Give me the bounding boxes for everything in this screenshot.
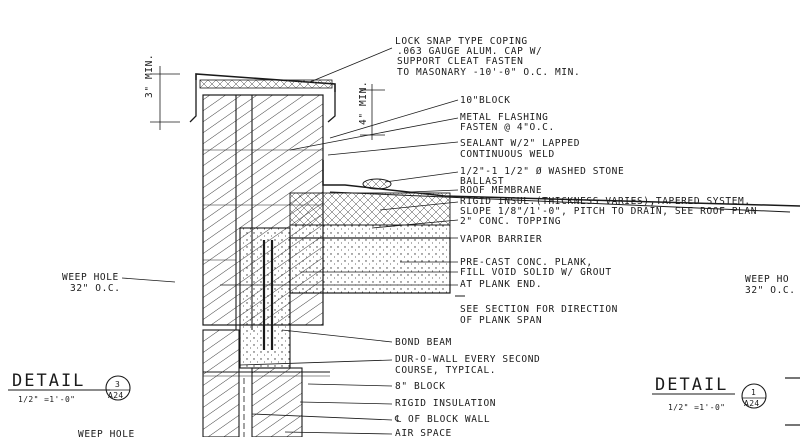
coping-cap	[189, 73, 336, 123]
note-plank-1: PRE-CAST CONC. PLANK,	[460, 257, 593, 268]
note-air-space: AIR SPACE	[395, 428, 452, 437]
note-bond-beam: BOND BEAM	[395, 337, 452, 348]
precast-plank	[289, 237, 451, 294]
detail-left-title: DETAIL	[12, 371, 85, 391]
notes-group: LOCK SNAP TYPE COPING .063 GAUGE ALUM. C…	[62, 36, 796, 440]
leader-lines	[121, 47, 459, 435]
detail-left-sheet: A24	[108, 391, 124, 400]
dim-3-min: 3" MIN.	[144, 54, 155, 98]
note-cl-block-wall: ℄ OF BLOCK WALL	[394, 414, 490, 425]
note-membrane: ROOF MEMBRANE	[460, 185, 542, 196]
note-rigid-insulation: RIGID INSULATION	[395, 398, 496, 409]
note-weep-bottom: WEEP HOLE	[78, 429, 135, 437]
detail-left-number: 3	[115, 380, 120, 389]
detail-tag-left: DETAIL 3 A24 1/2" =1'-0"	[8, 371, 131, 404]
note-weep-left-1: WEEP HOLE	[62, 272, 119, 283]
note-sealant-1: SEALANT W/2" LAPPED	[460, 138, 580, 149]
note-sealant-2: CONTINUOUS WELD	[460, 149, 555, 160]
roof-assembly	[289, 160, 800, 297]
detail-right-title: DETAIL	[655, 375, 728, 395]
note-vapor-barrier: VAPOR BARRIER	[460, 234, 542, 245]
note-section-ref-1: SEE SECTION FOR DIRECTION	[460, 304, 618, 315]
note-coping-1: LOCK SNAP TYPE COPING	[395, 36, 528, 47]
detail-right-number: 1	[751, 388, 756, 397]
detail-right-scale: 1/2" =1'-0"	[668, 403, 725, 412]
note-dur-o-wall-2: COURSE, TYPICAL.	[395, 365, 496, 376]
note-plank-2: FILL VOID SOLID W/ GROUT	[460, 267, 612, 278]
outer-wythe-hatch	[202, 329, 240, 438]
note-coping-4: TO MASONARY -10'-0" O.C. MIN.	[397, 67, 580, 78]
detail-tag-right: DETAIL 1 A24 1/2" =1'-0"	[652, 375, 767, 412]
note-8-block: 8" BLOCK	[395, 381, 446, 392]
note-stone-2: BALLAST	[460, 176, 504, 187]
block-8-hatch	[251, 367, 303, 438]
detail-left-scale: 1/2" =1'-0"	[18, 395, 75, 404]
dim-4-min: 4" MIN.	[358, 81, 369, 125]
note-weep-right-2: 32" O.C.	[745, 285, 796, 296]
note-dur-o-wall-1: DUR-O-WALL EVERY SECOND	[395, 354, 540, 365]
note-section-ref-2: OF PLANK SPAN	[460, 315, 542, 326]
note-topping: 2" CONC. TOPPING	[460, 216, 561, 227]
note-flashing-1: METAL FLASHING	[460, 112, 548, 123]
note-plank-3: AT PLANK END.	[460, 279, 542, 290]
note-rigid-insul-1: RIGID INSUL.(THICKNESS VARIES),TAPERED S…	[460, 196, 751, 207]
dimension-marks: 3" MIN. 4" MIN.	[144, 54, 385, 140]
note-rigid-insul-2: SLOPE 1/8"/1'-0", PITCH TO DRAIN, SEE RO…	[460, 206, 757, 217]
note-weep-left-2: 32" O.C.	[70, 283, 121, 294]
topping-layer	[289, 224, 451, 239]
note-coping-3: SUPPORT CLEAT FASTEN	[397, 56, 523, 67]
note-stone-1: 1/2"-1 1/2" Ø WASHED STONE	[460, 166, 624, 177]
detail-right-sheet: A24	[744, 399, 760, 408]
note-weep-right-1: WEEP HO	[745, 274, 789, 285]
note-coping-2: .063 GAUGE ALUM. CAP W/	[397, 46, 542, 57]
rigid-insulation-layer	[289, 192, 451, 226]
note-10-block: 10"BLOCK	[460, 95, 511, 106]
note-flashing-2: FASTEN @ 4"O.C.	[460, 122, 555, 133]
